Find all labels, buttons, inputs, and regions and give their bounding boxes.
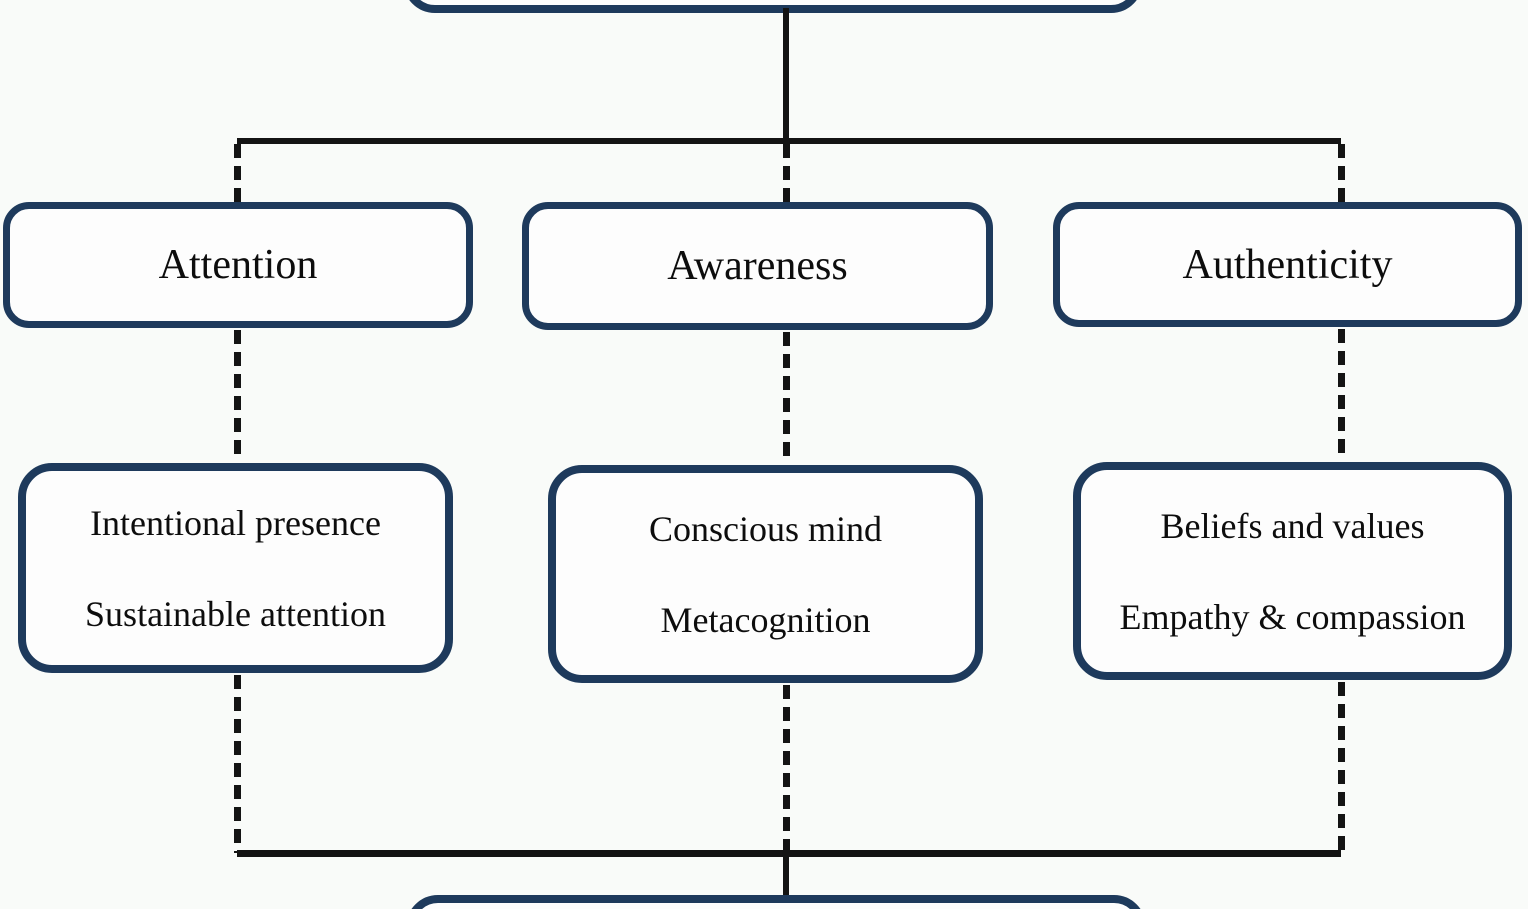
connector-dashed-branch-authenticity [1338, 144, 1345, 202]
detail-line-metacognition: Metacognition [660, 599, 871, 640]
detail-line-conscious-mind: Conscious mind [648, 508, 882, 549]
detail-box-awareness: Conscious mind Metacognition [548, 465, 983, 683]
connector-dashed-attention-detail [234, 330, 241, 461]
header-label-awareness: Awareness [667, 243, 848, 289]
header-box-awareness: Awareness [522, 202, 993, 330]
header-label-authenticity: Authenticity [1182, 241, 1393, 288]
connector-dashed-branch-awareness [783, 144, 790, 202]
detail-line-empathy-compassion: Empathy & compassion [1119, 596, 1466, 637]
detail-line-intentional-presence: Intentional presence [90, 502, 381, 543]
detail-box-attention: Intentional presence Sustainable attenti… [18, 463, 453, 673]
top-node-box [403, 0, 1143, 13]
header-box-authenticity: Authenticity [1053, 202, 1522, 327]
connector-dashed-awareness-detail [783, 332, 790, 463]
connector-top-trunk [783, 8, 789, 142]
detail-box-authenticity: Beliefs and values Empathy & compassion [1073, 462, 1512, 680]
detail-line-beliefs-and-values: Beliefs and values [1160, 505, 1425, 546]
bottom-node-box [406, 895, 1146, 909]
connector-top-branch [237, 138, 1341, 144]
connector-dashed-authenticity-merge [1338, 682, 1345, 853]
connector-bottom-merge [237, 850, 1341, 857]
connector-dashed-branch-attention [234, 144, 241, 202]
connector-dashed-authenticity-detail [1338, 329, 1345, 460]
connector-bottom-trunk [783, 857, 789, 899]
connector-dashed-awareness-merge [783, 685, 790, 853]
header-box-attention: Attention [3, 202, 473, 328]
connector-dashed-attention-merge [234, 675, 241, 853]
detail-line-sustainable-attention: Sustainable attention [85, 593, 386, 634]
header-label-attention: Attention [158, 242, 318, 288]
